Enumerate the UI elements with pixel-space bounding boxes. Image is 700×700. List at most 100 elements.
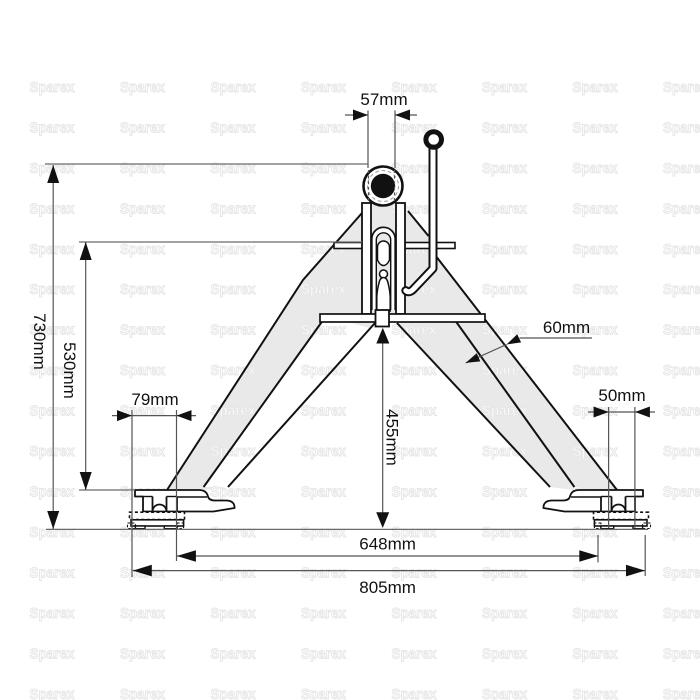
svg-text:Sparex: Sparex <box>301 200 347 217</box>
svg-text:Sparex: Sparex <box>30 362 76 379</box>
svg-text:Sparex: Sparex <box>663 484 700 501</box>
svg-text:Sparex: Sparex <box>482 605 528 622</box>
svg-text:Sparex: Sparex <box>663 79 700 96</box>
svg-text:Sparex: Sparex <box>482 241 528 258</box>
svg-text:Sparex: Sparex <box>573 79 619 96</box>
svg-text:Sparex: Sparex <box>301 362 347 379</box>
svg-text:Sparex: Sparex <box>120 322 166 339</box>
svg-text:Sparex: Sparex <box>211 281 257 298</box>
svg-text:Sparex: Sparex <box>663 686 700 700</box>
svg-text:Sparex: Sparex <box>301 403 347 420</box>
svg-text:Sparex: Sparex <box>211 200 257 217</box>
svg-text:648mm: 648mm <box>359 535 416 554</box>
svg-text:Sparex: Sparex <box>30 281 76 298</box>
svg-text:Sparex: Sparex <box>211 322 257 339</box>
svg-text:Sparex: Sparex <box>301 119 347 136</box>
svg-text:Sparex: Sparex <box>482 281 528 298</box>
svg-text:57mm: 57mm <box>360 90 407 109</box>
svg-text:Sparex: Sparex <box>573 605 619 622</box>
svg-text:Sparex: Sparex <box>482 443 528 460</box>
svg-text:Sparex: Sparex <box>30 119 76 136</box>
svg-text:Sparex: Sparex <box>663 524 700 541</box>
svg-text:60mm: 60mm <box>543 318 590 337</box>
svg-text:Sparex: Sparex <box>482 686 528 700</box>
svg-text:Sparex: Sparex <box>663 160 700 177</box>
svg-text:Sparex: Sparex <box>392 686 438 700</box>
svg-text:Sparex: Sparex <box>120 362 166 379</box>
svg-text:Sparex: Sparex <box>211 564 257 581</box>
svg-text:Sparex: Sparex <box>301 564 347 581</box>
svg-text:Sparex: Sparex <box>392 443 438 460</box>
svg-text:Sparex: Sparex <box>120 119 166 136</box>
svg-text:Sparex: Sparex <box>663 645 700 662</box>
svg-text:Sparex: Sparex <box>120 524 166 541</box>
svg-text:Sparex: Sparex <box>30 484 76 501</box>
svg-text:79mm: 79mm <box>131 390 178 409</box>
svg-text:455mm: 455mm <box>382 409 401 466</box>
svg-text:Sparex: Sparex <box>211 605 257 622</box>
svg-text:Sparex: Sparex <box>392 564 438 581</box>
svg-text:Sparex: Sparex <box>301 686 347 700</box>
svg-text:Sparex: Sparex <box>573 281 619 298</box>
svg-text:Sparex: Sparex <box>30 241 76 258</box>
svg-text:Sparex: Sparex <box>120 160 166 177</box>
svg-text:530mm: 530mm <box>60 342 79 399</box>
svg-text:730mm: 730mm <box>30 313 49 370</box>
svg-text:Sparex: Sparex <box>573 200 619 217</box>
svg-text:Sparex: Sparex <box>573 686 619 700</box>
svg-text:Sparex: Sparex <box>301 79 347 96</box>
svg-text:Sparex: Sparex <box>211 79 257 96</box>
svg-text:Sparex: Sparex <box>482 524 528 541</box>
svg-text:Sparex: Sparex <box>482 79 528 96</box>
svg-text:Sparex: Sparex <box>30 200 76 217</box>
svg-text:Sparex: Sparex <box>120 79 166 96</box>
svg-text:Sparex: Sparex <box>301 645 347 662</box>
svg-text:Sparex: Sparex <box>211 645 257 662</box>
svg-text:Sparex: Sparex <box>663 241 700 258</box>
svg-text:Sparex: Sparex <box>663 403 700 420</box>
svg-text:Sparex: Sparex <box>663 605 700 622</box>
svg-text:Sparex: Sparex <box>120 281 166 298</box>
svg-text:Sparex: Sparex <box>301 281 347 298</box>
svg-text:Sparex: Sparex <box>30 79 76 96</box>
svg-text:805mm: 805mm <box>359 578 416 597</box>
svg-text:Sparex: Sparex <box>573 322 619 339</box>
svg-text:Sparex: Sparex <box>573 443 619 460</box>
svg-text:Sparex: Sparex <box>573 119 619 136</box>
svg-text:Sparex: Sparex <box>573 362 619 379</box>
svg-text:Sparex: Sparex <box>120 200 166 217</box>
svg-text:Sparex: Sparex <box>30 524 76 541</box>
svg-text:Sparex: Sparex <box>30 322 76 339</box>
svg-text:Sparex: Sparex <box>392 524 438 541</box>
svg-text:Sparex: Sparex <box>30 443 76 460</box>
svg-text:Sparex: Sparex <box>30 645 76 662</box>
svg-text:Sparex: Sparex <box>211 241 257 258</box>
svg-text:Sparex: Sparex <box>663 281 700 298</box>
svg-text:Sparex: Sparex <box>120 443 166 460</box>
svg-text:Sparex: Sparex <box>482 484 528 501</box>
svg-text:Sparex: Sparex <box>120 645 166 662</box>
svg-text:Sparex: Sparex <box>211 686 257 700</box>
svg-text:Sparex: Sparex <box>663 443 700 460</box>
svg-text:Sparex: Sparex <box>573 241 619 258</box>
svg-text:Sparex: Sparex <box>663 200 700 217</box>
svg-text:Sparex: Sparex <box>663 322 700 339</box>
svg-text:Sparex: Sparex <box>573 645 619 662</box>
svg-text:Sparex: Sparex <box>120 686 166 700</box>
svg-text:Sparex: Sparex <box>482 200 528 217</box>
svg-text:Sparex: Sparex <box>301 484 347 501</box>
svg-text:Sparex: Sparex <box>301 443 347 460</box>
svg-text:50mm: 50mm <box>598 386 645 405</box>
svg-text:Sparex: Sparex <box>392 160 438 177</box>
svg-text:Sparex: Sparex <box>482 564 528 581</box>
svg-text:Sparex: Sparex <box>211 484 257 501</box>
svg-text:Sparex: Sparex <box>211 362 257 379</box>
svg-text:Sparex: Sparex <box>482 322 528 339</box>
svg-text:Sparex: Sparex <box>301 605 347 622</box>
svg-text:Sparex: Sparex <box>211 119 257 136</box>
svg-text:Sparex: Sparex <box>663 362 700 379</box>
svg-text:Sparex: Sparex <box>30 564 76 581</box>
svg-text:Sparex: Sparex <box>120 241 166 258</box>
svg-text:Sparex: Sparex <box>392 403 438 420</box>
svg-text:Sparex: Sparex <box>392 484 438 501</box>
